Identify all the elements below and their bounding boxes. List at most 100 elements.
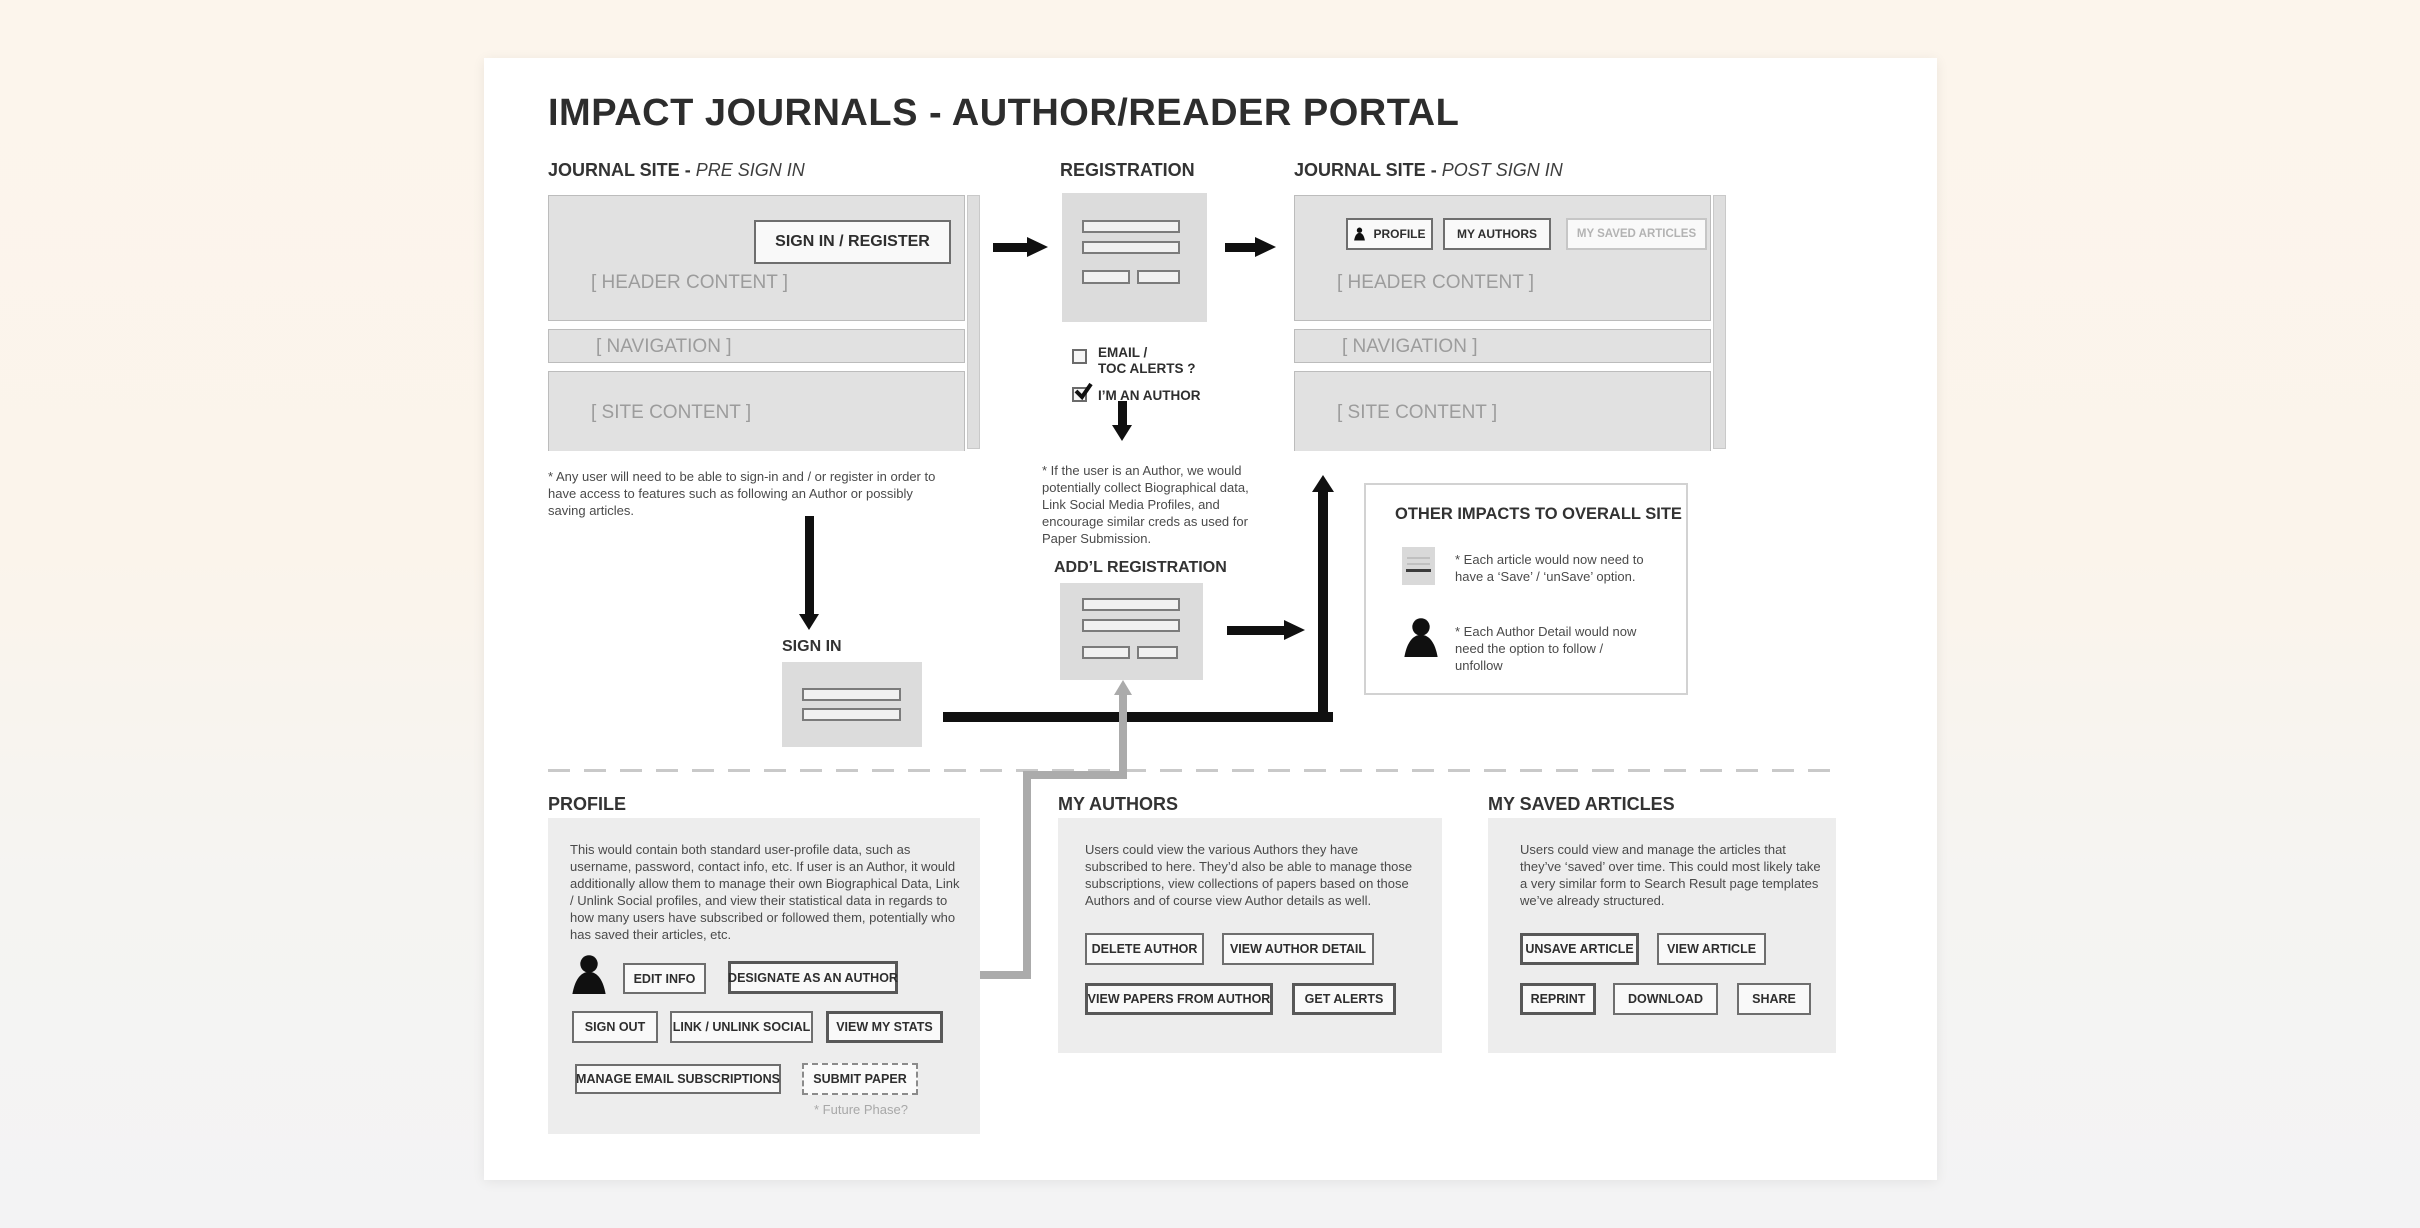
signin-register-button[interactable]: SIGN IN / REGISTER <box>754 220 951 264</box>
get-alerts-button[interactable]: GET ALERTS <box>1292 983 1396 1015</box>
other-impacts-title: OTHER IMPACTS TO OVERALL SITE <box>1395 505 1682 523</box>
edit-info-button[interactable]: EDIT INFO <box>623 963 706 994</box>
post-content-box: [ SITE CONTENT ] <box>1294 371 1711 451</box>
person-icon <box>1353 227 1366 241</box>
email-toc-checkbox[interactable] <box>1072 349 1087 364</box>
share-button[interactable]: SHARE <box>1737 983 1811 1015</box>
designate-connector-head <box>1114 680 1132 695</box>
registration-field-2[interactable] <box>1082 241 1180 254</box>
post-content-placeholder: [ SITE CONTENT ] <box>1337 402 1498 423</box>
addl-field-2[interactable] <box>1082 619 1180 632</box>
my-saved-description: Users could view and manage the articles… <box>1520 842 1821 908</box>
post-site-label-bold: JOURNAL SITE - <box>1294 160 1437 180</box>
submit-paper-button[interactable]: SUBMIT PAPER <box>802 1063 918 1095</box>
link-unlink-social-button[interactable]: LINK / UNLINK SOCIAL <box>670 1011 813 1043</box>
view-my-stats-button[interactable]: VIEW MY STATS <box>826 1011 943 1043</box>
reprint-button[interactable]: REPRINT <box>1520 983 1596 1015</box>
page-title: IMPACT JOURNALS - AUTHOR/READER PORTAL <box>548 92 1460 134</box>
email-toc-label: EMAIL / TOC ALERTS ? <box>1098 345 1196 376</box>
profile-section-title: PROFILE <box>548 794 627 814</box>
pre-nav-box: [ NAVIGATION ] <box>548 329 965 363</box>
profile-person-icon <box>572 955 606 994</box>
my-saved-articles-nav-button[interactable]: MY SAVED ARTICLES <box>1566 218 1707 250</box>
pre-site-wireframe: SIGN IN / REGISTER [ HEADER CONTENT ] [ … <box>548 195 980 451</box>
author-person-icon <box>1404 618 1438 657</box>
post-nav-box: [ NAVIGATION ] <box>1294 329 1711 363</box>
designate-connector-v1 <box>1023 771 1031 979</box>
addl-registration-label: ADD’L REGISTRATION <box>1054 559 1227 576</box>
post-header-box: PROFILE MY AUTHORS MY SAVED ARTICLES [ H… <box>1294 195 1711 321</box>
pre-content-placeholder: [ SITE CONTENT ] <box>591 402 752 423</box>
arrow-pre-to-signin-shaft <box>805 516 814 616</box>
future-phase-note: * Future Phase? <box>814 1102 908 1117</box>
im-an-author-label: I’M AN AUTHOR <box>1098 388 1201 403</box>
view-article-button[interactable]: VIEW ARTICLE <box>1657 933 1766 965</box>
addl-registration-panel <box>1060 583 1203 680</box>
pre-header-placeholder: [ HEADER CONTENT ] <box>591 272 789 293</box>
my-authors-description: Users could view the various Authors the… <box>1085 842 1413 908</box>
addl-field-4[interactable] <box>1137 646 1178 659</box>
post-site-label-italic: POST SIGN IN <box>1441 160 1563 180</box>
im-an-author-checkbox[interactable] <box>1072 382 1093 402</box>
signin-field-2[interactable] <box>802 708 901 721</box>
other-impacts-box: OTHER IMPACTS TO OVERALL SITE * Each art… <box>1364 483 1688 695</box>
pre-nav-placeholder: [ NAVIGATION ] <box>596 336 732 357</box>
signin-form-panel <box>782 662 922 747</box>
other-impacts-author-note: * Each Author Detail would now need the … <box>1455 624 1637 673</box>
my-saved-panel: Users could view and manage the articles… <box>1488 818 1836 1053</box>
profile-description: This would contain both standard user-pr… <box>570 842 960 942</box>
sign-out-button[interactable]: SIGN OUT <box>572 1011 658 1043</box>
arrow-registration-to-post-shaft <box>1225 243 1255 252</box>
designate-as-author-button[interactable]: DESIGNATE AS AN AUTHOR <box>728 961 898 994</box>
registration-label: REGISTRATION <box>1060 160 1195 180</box>
author-registration-note: * If the user is an Author, we would pot… <box>1042 463 1249 546</box>
arrow-author-down-head <box>1112 425 1132 441</box>
checkmark-icon <box>1074 382 1093 401</box>
registration-field-3[interactable] <box>1082 270 1130 284</box>
pre-site-label-italic: PRE SIGN IN <box>695 160 805 180</box>
addl-field-3[interactable] <box>1082 646 1130 659</box>
pre-content-box: [ SITE CONTENT ] <box>548 371 965 451</box>
pre-site-scrollbar <box>967 195 980 449</box>
arrow-pre-to-signin-head <box>799 614 819 630</box>
signin-to-post-vline <box>1318 491 1328 722</box>
view-author-detail-button[interactable]: VIEW AUTHOR DETAIL <box>1222 933 1374 965</box>
download-button[interactable]: DOWNLOAD <box>1613 983 1718 1015</box>
my-authors-nav-button[interactable]: MY AUTHORS <box>1443 218 1551 250</box>
addl-field-1[interactable] <box>1082 598 1180 611</box>
phase-separator <box>548 769 1836 772</box>
arrow-author-down-shaft <box>1118 401 1127 427</box>
arrow-pre-to-registration-shaft <box>993 243 1027 252</box>
arrow-registration-to-post-head <box>1255 237 1276 257</box>
signin-field-1[interactable] <box>802 688 901 701</box>
arrow-addl-right-shaft <box>1227 626 1284 635</box>
pre-site-note: * Any user will need to be able to sign-… <box>548 469 936 518</box>
delete-author-button[interactable]: DELETE AUTHOR <box>1085 933 1204 965</box>
post-site-label: JOURNAL SITE - POST SIGN IN <box>1294 160 1563 181</box>
my-authors-section-title: MY AUTHORS <box>1058 794 1179 814</box>
my-authors-panel: Users could view the various Authors the… <box>1058 818 1442 1053</box>
unsave-article-button[interactable]: UNSAVE ARTICLE <box>1520 933 1639 965</box>
post-site-wireframe: PROFILE MY AUTHORS MY SAVED ARTICLES [ H… <box>1294 195 1726 451</box>
post-header-placeholder: [ HEADER CONTENT ] <box>1337 272 1535 293</box>
registration-field-4[interactable] <box>1137 270 1180 284</box>
pre-header-box: SIGN IN / REGISTER [ HEADER CONTENT ] <box>548 195 965 321</box>
signin-to-post-head <box>1312 475 1334 492</box>
profile-nav-button[interactable]: PROFILE <box>1346 218 1433 250</box>
designate-connector-v2 <box>1119 694 1127 779</box>
pre-site-label: JOURNAL SITE - PRE SIGN IN <box>548 160 805 181</box>
registration-form-panel <box>1062 193 1207 322</box>
view-papers-from-author-button[interactable]: VIEW PAPERS FROM AUTHOR <box>1085 983 1273 1015</box>
post-nav-placeholder: [ NAVIGATION ] <box>1342 336 1478 357</box>
profile-panel: This would contain both standard user-pr… <box>548 818 980 1134</box>
diagram-canvas: IMPACT JOURNALS - AUTHOR/READER PORTAL J… <box>484 58 1937 1180</box>
registration-field-1[interactable] <box>1082 220 1180 233</box>
manage-email-subscriptions-button[interactable]: MANAGE EMAIL SUBSCRIPTIONS <box>575 1064 781 1094</box>
other-impacts-article-note: * Each article would now need to have a … <box>1455 552 1644 584</box>
post-site-scrollbar <box>1713 195 1726 449</box>
signin-to-post-hline <box>943 712 1333 722</box>
arrow-addl-right-head <box>1284 620 1305 640</box>
arrow-pre-to-registration-head <box>1027 237 1048 257</box>
pre-site-label-bold: JOURNAL SITE - <box>548 160 691 180</box>
signin-label: SIGN IN <box>782 638 842 655</box>
